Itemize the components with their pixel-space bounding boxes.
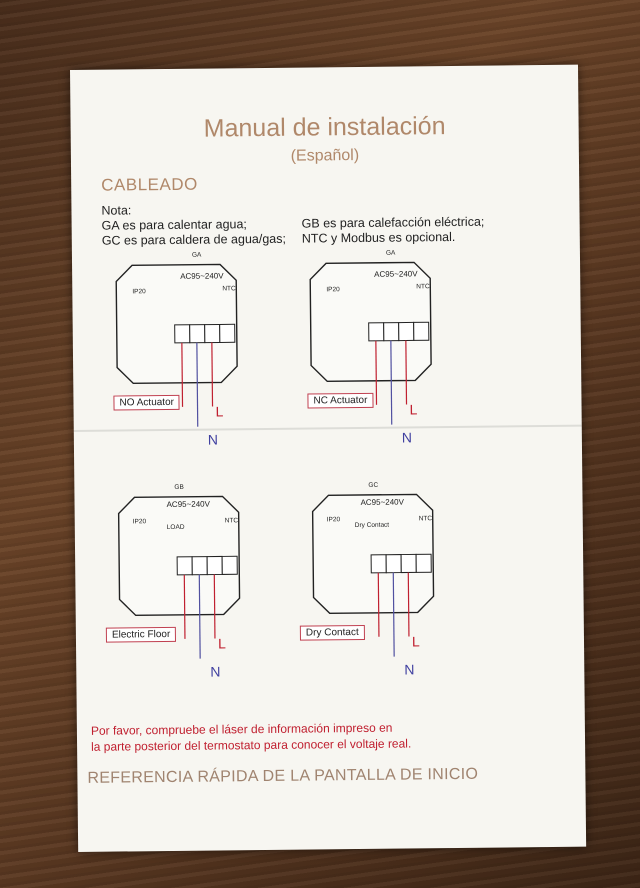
dry-contact-label: Dry Contact [355,522,390,529]
warning-line-2: la parte posterior del termostato para c… [91,736,412,754]
footer-heading: REFERENCIA RÁPIDA DE LA PANTALLA DE INIC… [87,765,479,787]
page-subtitle: (Español) [290,146,360,165]
ntc-label: NTC [419,515,433,522]
diagram-svg: GC AC95~240V IP20 NTC Dry Contact L N [311,482,435,678]
ntc-label: NTC [225,517,239,524]
load-label: LOAD [167,524,185,531]
terminal-block [174,323,236,344]
section-heading: CABLEADO [101,174,198,195]
actuator-tag: NO Actuator [113,394,181,411]
ip-label: IP20 [132,288,146,295]
actuator-tag: Dry Contact [299,624,365,641]
note-gb: GB es para calefacción eléctrica; [301,214,485,231]
n-label: N [402,429,412,445]
diagram-code: GB [174,484,183,491]
wiring-diagram-gb: GB AC95~240V IP20 NTC LOAD L N Electric … [104,477,326,699]
n-label: N [210,663,220,679]
n-label: N [208,431,218,447]
actuator-tag: NC Actuator [307,392,374,409]
l-label: L [216,403,224,419]
voltage-label: AC95~240V [360,498,404,507]
voltage-label: AC95~240V [167,500,211,509]
l-label: L [412,633,420,649]
l-label: L [409,401,417,417]
ip-label: IP20 [327,516,341,523]
voltage-label: AC95~240V [180,271,224,280]
note-label: Nota: [101,203,132,218]
diagram-svg: GB AC95~240V IP20 NTC LOAD L N [117,484,241,680]
ip-label: IP20 [133,518,147,525]
note-ga: GA es para calentar agua; [101,217,247,233]
warning-line-1: Por favor, compruebe el láser de informa… [90,720,393,738]
ntc-label: NTC [416,283,430,290]
n-label: N [404,661,414,677]
actuator-tag: Electric Floor [105,626,177,643]
diagram-svg: GA AC95~240V IP20 NTC L N [115,252,238,448]
ntc-label: NTC [222,285,236,292]
wiring-diagram-ga-nc: GA AC95~240V IP20 NTC L N NC Actuator [296,243,518,465]
instruction-sheet: Manual de instalación (Español) CABLEADO… [70,64,587,852]
wiring-diagram-ga-no: GA AC95~240V IP20 NTC L N NO Actuator [102,245,324,467]
l-label: L [218,635,226,651]
page-title: Manual de instalación [203,112,446,143]
diagram-svg: GA AC95~240V IP20 NTC L N [309,250,432,446]
wiring-diagram-gc: GC AC95~240V IP20 NTC Dry Contact L N Dr… [298,475,520,697]
diagram-code: GA [386,250,396,257]
ip-label: IP20 [326,286,340,293]
diagram-code: GA [192,252,202,259]
voltage-label: AC95~240V [374,269,418,278]
diagram-code: GC [368,482,378,489]
